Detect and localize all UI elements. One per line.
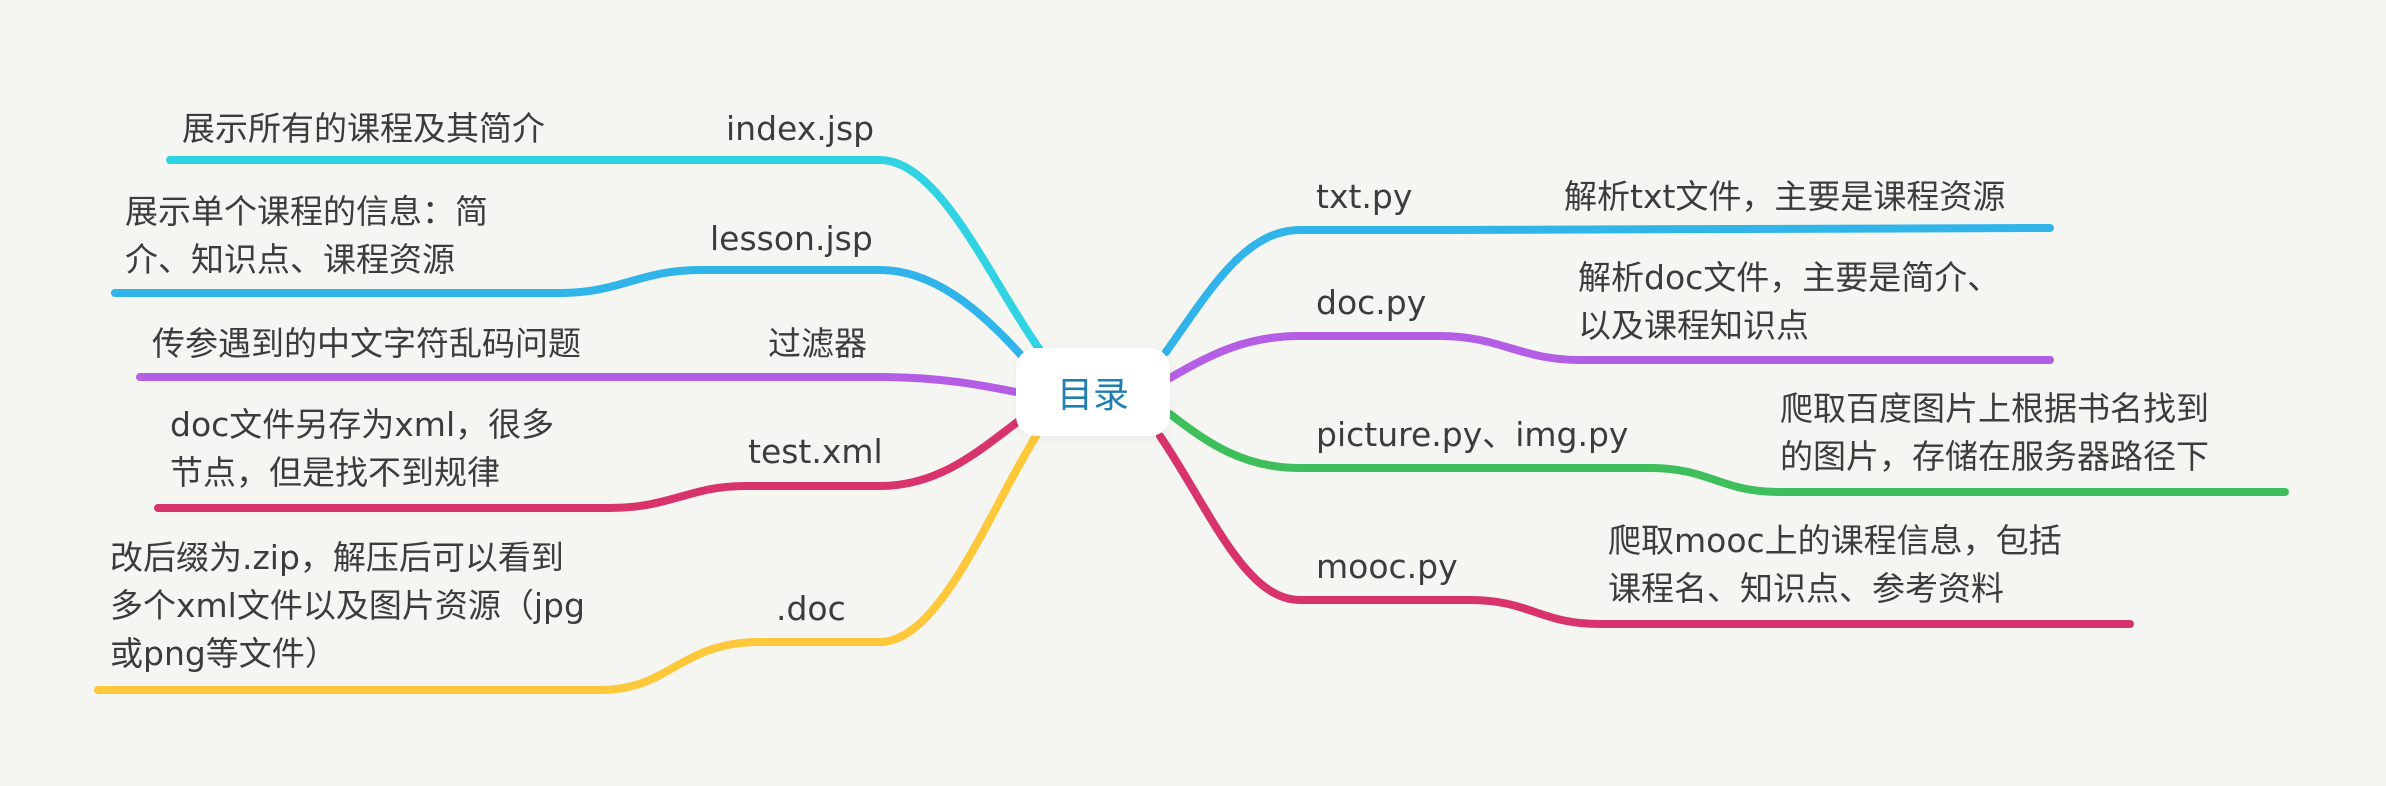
root-node[interactable]: 目录 [1016, 348, 1170, 436]
connector-lesson-jsp [111, 266, 1034, 369]
branch-label-index-jsp[interactable]: index.jsp [726, 109, 875, 148]
branch-desc-picture-py: 爬取百度图片上根据书名找到 的图片，存储在服务器路径下 [1780, 389, 2209, 476]
branch-label-picture-py[interactable]: picture.py、img.py [1316, 415, 1629, 454]
branch-desc-mooc-py: 爬取mooc上的课程信息，包括 课程名、知识点、参考资料 [1608, 521, 2062, 608]
branch-desc-test-xml: doc文件另存为xml，很多 节点，但是找不到规律 [170, 405, 555, 492]
branch-desc-txt-py: 解析txt文件，主要是课程资源 [1564, 177, 2006, 216]
branch-desc-doc: 改后缀为.zip，解压后可以看到 多个xml文件以及图片资源（jpg 或png等… [110, 538, 585, 673]
branch-desc-index-jsp: 展示所有的课程及其简介 [182, 109, 545, 148]
branch-desc-lesson-jsp: 展示单个课程的信息：简 介、知识点、课程资源 [125, 192, 488, 279]
branch-label-doc[interactable]: .doc [776, 589, 846, 628]
connector-mooc-py [1156, 432, 2134, 628]
connector-index-jsp [166, 156, 1044, 354]
branch-label-lesson-jsp[interactable]: lesson.jsp [710, 219, 873, 258]
branch-label-doc-py[interactable]: doc.py [1316, 283, 1427, 322]
root-label: 目录 [1056, 375, 1129, 416]
branch-label-mooc-py[interactable]: mooc.py [1316, 547, 1458, 586]
connector-picture-py [1166, 410, 2289, 496]
branch-label-test-xml[interactable]: test.xml [748, 432, 883, 471]
connector-txt-py [1162, 224, 2054, 356]
branch-label-filter[interactable]: 过滤器 [768, 324, 867, 363]
connector-test-xml [154, 416, 1024, 512]
branch-desc-doc-py: 解析doc文件，主要是简介、 以及课程知识点 [1578, 258, 2001, 345]
connector-filter [136, 373, 1020, 396]
branch-label-txt-py[interactable]: txt.py [1316, 177, 1413, 216]
connector-doc [94, 432, 1040, 694]
branch-desc-filter: 传参遇到的中文字符乱码问题 [152, 324, 581, 363]
connector-doc-py [1166, 332, 2054, 382]
